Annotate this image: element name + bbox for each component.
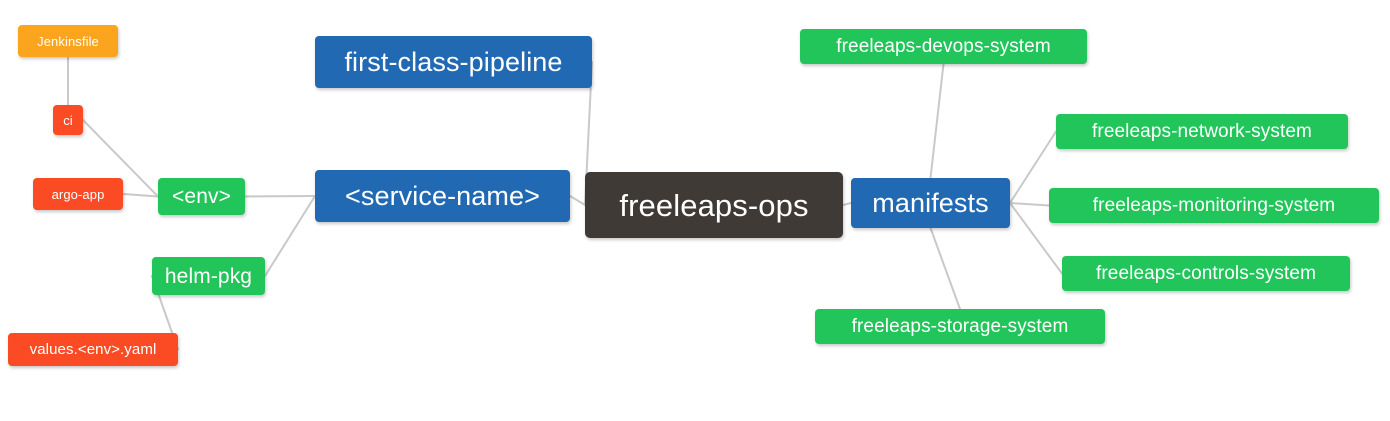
mindmap-edge-manifests-to-monitoring [1009, 202, 1050, 207]
mindmap-node-label: freeleaps-storage-system [851, 316, 1069, 337]
mindmap-node-monitoring[interactable]: freeleaps-monitoring-system [1049, 188, 1379, 223]
mindmap-edge-manifests-to-devops [929, 63, 945, 179]
mindmap-edge-root-to-service [569, 195, 586, 206]
mindmap-node-ci[interactable]: ci [53, 105, 83, 135]
mindmap-node-label: values.<env>.yaml [29, 341, 157, 358]
mindmap-node-label: freeleaps-devops-system [836, 36, 1051, 57]
mindmap-edge-service-to-env [244, 195, 316, 198]
mindmap-edge-manifests-to-storage [929, 227, 961, 310]
mindmap-node-label: ci [63, 112, 73, 128]
mindmap-node-label: freeleaps-network-system [1092, 121, 1312, 142]
mindmap-node-controls[interactable]: freeleaps-controls-system [1062, 256, 1350, 291]
mindmap-node-manifests[interactable]: manifests [851, 178, 1010, 228]
mindmap-node-label: freeleaps-monitoring-system [1092, 195, 1336, 216]
mindmap-edge-env-to-argo [122, 193, 159, 198]
mindmap-node-devops[interactable]: freeleaps-devops-system [800, 29, 1087, 64]
mindmap-node-env[interactable]: <env> [158, 178, 245, 215]
mindmap-edge-service-to-helm [264, 195, 316, 277]
mindmap-node-pipeline[interactable]: first-class-pipeline [315, 36, 592, 88]
mindmap-node-label: <env> [172, 185, 231, 208]
mindmap-node-helm[interactable]: helm-pkg [152, 257, 265, 295]
mindmap-node-label: freeleaps-ops [619, 187, 809, 223]
mindmap-node-label: helm-pkg [164, 264, 253, 288]
mindmap-node-label: Jenkinsfile [37, 33, 99, 49]
mindmap-node-jenkins[interactable]: Jenkinsfile [18, 25, 118, 57]
mindmap-edge-root-to-manifests [842, 202, 852, 206]
mindmap-node-service[interactable]: <service-name> [315, 170, 570, 222]
mindmap-node-label: freeleaps-controls-system [1095, 263, 1317, 284]
mindmap-node-storage[interactable]: freeleaps-storage-system [815, 309, 1105, 344]
mindmap-node-label: <service-name> [345, 180, 540, 211]
mindmap-node-network[interactable]: freeleaps-network-system [1056, 114, 1348, 149]
mindmap-node-label: first-class-pipeline [344, 46, 563, 77]
mindmap-node-argo[interactable]: argo-app [33, 178, 123, 210]
mindmap-node-root[interactable]: freeleaps-ops [585, 172, 843, 238]
mindmap-node-label: manifests [872, 187, 989, 218]
mindmap-node-values[interactable]: values.<env>.yaml [8, 333, 178, 366]
mindmap-node-label: argo-app [51, 186, 105, 202]
